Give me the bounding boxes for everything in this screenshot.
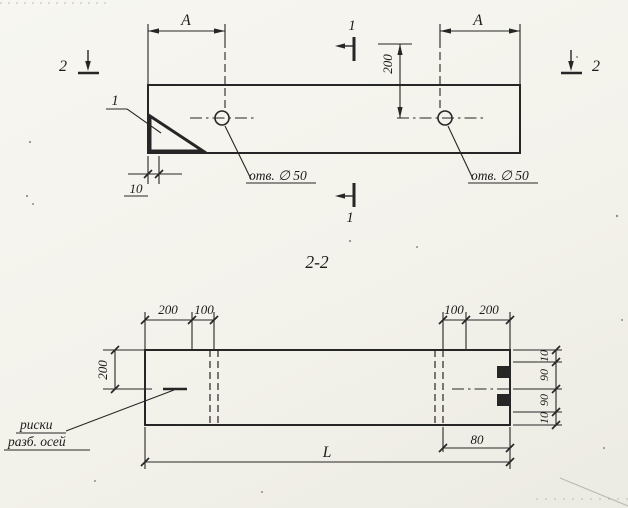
dim-left-200: 200: [95, 345, 152, 394]
dim-groove-label: 80: [471, 432, 485, 447]
section1-top-label: 1: [348, 18, 355, 34]
plan-view: 1 А А: [59, 12, 600, 226]
dim-length-label: L: [322, 444, 332, 461]
corner-detail-triangle: [148, 113, 208, 153]
hole-right-label: отв. ∅ 50: [471, 168, 529, 183]
dim-hole-offset-label: 200: [380, 54, 395, 74]
section2-mark-left: 2: [59, 50, 99, 75]
corner-detail-callout: 1: [106, 93, 162, 134]
axis-note-callout: риски разб. осей: [4, 389, 175, 451]
dim-top-left-200: 200: [158, 302, 178, 317]
corner-detail-label: 1: [111, 93, 118, 109]
section-view-title: 2-2: [305, 252, 329, 272]
dim-hole-offset-200: 200: [378, 43, 412, 118]
dim-edge-10: 10: [124, 156, 182, 197]
dims-top-left: 200 100: [140, 302, 219, 350]
dim-a-right: А: [439, 12, 521, 112]
dim-edge-label: 10: [130, 181, 144, 196]
section1-mark-bottom: 1: [335, 183, 356, 226]
section1-mark-top: 1: [335, 18, 356, 61]
section2-mark-right: 2: [561, 50, 600, 75]
section2-right-label: 2: [592, 58, 600, 75]
panel-outline: [144, 349, 511, 426]
section-view: 2-2 200 100: [4, 252, 562, 469]
beam-outline: [147, 84, 521, 154]
hole-right-callout: отв. ∅ 50: [447, 125, 538, 184]
dim-right-10-top: 10: [537, 350, 551, 362]
dim-a-left: А: [147, 12, 226, 112]
hole-left-callout: отв. ∅ 50: [224, 125, 316, 184]
dims-top-right: 100 200: [438, 302, 515, 350]
hidden-lines: [209, 350, 444, 425]
dim-a-left-label: А: [180, 12, 191, 29]
hole-left-label: отв. ∅ 50: [249, 168, 307, 183]
dim-length-L: L: [140, 427, 515, 469]
dim-left-height-label: 200: [95, 360, 110, 380]
dim-top-right-100: 100: [444, 302, 464, 317]
section1-bottom-label: 1: [346, 210, 353, 226]
dim-right-90-bottom: 90: [537, 394, 551, 406]
axis-note-line1: риски: [19, 417, 53, 432]
groove-top: [497, 366, 509, 378]
section2-left-label: 2: [59, 58, 67, 75]
dims-right: 10 90 90 10: [513, 345, 562, 430]
dim-top-left-100: 100: [194, 302, 214, 317]
dim-groove-80: 80: [438, 427, 515, 453]
groove-bottom: [497, 394, 509, 406]
dim-top-right-200: 200: [479, 302, 499, 317]
axis-note-line2: разб. осей: [7, 434, 66, 449]
dim-right-10-bottom: 10: [537, 412, 551, 424]
dim-right-90-top: 90: [537, 369, 551, 381]
dim-a-right-label: А: [472, 12, 483, 29]
